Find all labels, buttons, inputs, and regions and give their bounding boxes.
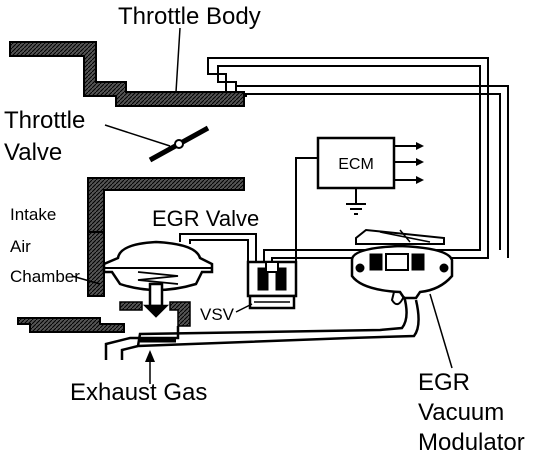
egr-valve xyxy=(102,240,214,327)
exhaust-gas-label: Exhaust Gas xyxy=(70,379,207,406)
vsv-unit xyxy=(246,260,298,310)
ecm-label: ECM xyxy=(338,156,374,173)
ecm-unit: ECM xyxy=(316,136,424,215)
throttle-valve-plate xyxy=(104,124,210,163)
throttle-body-label: Throttle Body xyxy=(118,3,261,30)
intake-label-3: Chamber xyxy=(10,267,80,286)
exhaust-passage xyxy=(104,295,420,360)
vsv-leader xyxy=(235,303,253,313)
throttle-valve-label-2: Valve xyxy=(4,139,62,166)
egr-vacuum-modulator xyxy=(350,228,454,306)
intake-label-1: Intake xyxy=(10,205,56,224)
throttle-body-housing xyxy=(9,41,245,333)
modulator-label-3: Modulator xyxy=(418,429,525,456)
throttle-body-leader xyxy=(175,27,181,93)
throttle-valve-label-1: Throttle xyxy=(4,107,85,134)
exhaust-gas-arrow xyxy=(145,350,155,384)
modulator-label-2: Vacuum xyxy=(418,399,504,426)
modulator-label-1: EGR xyxy=(418,369,470,396)
intake-leader xyxy=(71,275,101,285)
vsv-label: VSV xyxy=(200,305,235,324)
modulator-leader xyxy=(429,293,453,369)
egr-valve-label: EGR Valve xyxy=(152,206,259,231)
intake-label-2: Air xyxy=(10,237,31,256)
